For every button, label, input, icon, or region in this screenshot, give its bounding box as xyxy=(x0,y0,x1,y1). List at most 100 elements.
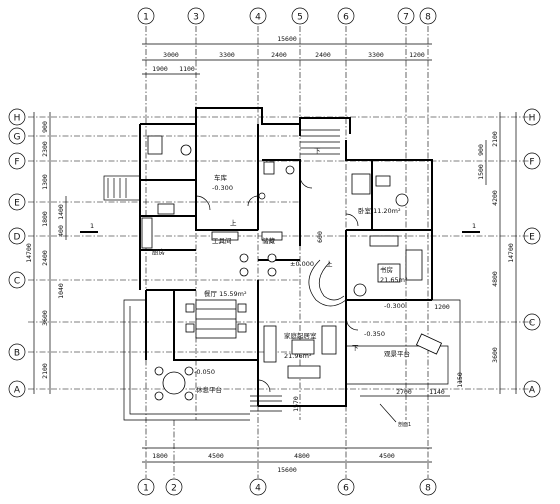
dim-top-seg: 1200 xyxy=(409,51,425,59)
dim-misc: 600 xyxy=(316,231,324,243)
terrace-outline xyxy=(123,299,461,421)
dim-left-seg: 1040 xyxy=(57,283,65,299)
axis-left-label: B xyxy=(14,349,20,359)
dim-right-total: 14700 xyxy=(507,243,515,263)
left-dimensions: 14700 900 2300 1300 1800 2400 1040 3600 … xyxy=(25,112,67,394)
room-level-garage: -0.300 xyxy=(212,184,233,192)
study-desk xyxy=(405,249,423,281)
dim-left-seg: 900 xyxy=(41,121,49,133)
walls xyxy=(139,107,433,407)
dim-top-sub: 1100 xyxy=(179,65,195,73)
staircase xyxy=(103,129,347,412)
dim-bottom-seg: 4800 xyxy=(294,452,310,460)
axis-left-label: F xyxy=(14,158,19,168)
dim-misc: 1200 xyxy=(434,303,450,311)
dim-left-seg: 2300 xyxy=(41,141,49,157)
dim-misc: 2700 xyxy=(396,388,412,396)
section-mark-right: 1 xyxy=(472,222,476,230)
room-label-terrace: 休息平台 xyxy=(196,385,222,394)
top-axis-bubbles: 1 3 4 5 6 7 8 xyxy=(137,7,437,25)
room-area-study: 21.65m² xyxy=(380,276,408,284)
dim-left-seg: 1300 xyxy=(41,174,49,190)
axis-bottom-label: 2 xyxy=(171,484,177,494)
left-axis-bubbles: H G F E D C B A xyxy=(8,108,26,398)
dim-left-sub: 1400 xyxy=(57,204,65,220)
dim-right-seg: 4800 xyxy=(491,271,499,287)
dim-bottom-seg: 4500 xyxy=(379,452,395,460)
dim-left-seg: 1800 xyxy=(41,211,49,227)
room-level-terrace: -0.050 xyxy=(194,368,215,376)
misc-dimensions: 1200 2700 1140 1570 1150 600 xyxy=(292,231,464,412)
room-label-dining: 餐厅 15.59m² xyxy=(204,289,247,298)
dim-right-sub: 1500 xyxy=(477,164,485,180)
section-tag: 剖面1 xyxy=(398,421,411,428)
axis-right-label: H xyxy=(529,114,536,124)
axis-bottom-label: 6 xyxy=(343,484,349,494)
axis-left-label: C xyxy=(14,277,20,287)
dim-bottom-seg: 4500 xyxy=(208,452,224,460)
room-label-storage: 储藏 xyxy=(262,236,276,245)
room-level-study: -0.300 xyxy=(384,302,405,310)
room-label-garage: 车库 xyxy=(214,173,228,182)
dim-left-seg: 2400 xyxy=(41,250,49,266)
axis-left-label: E xyxy=(14,199,20,209)
axis-top-label: 5 xyxy=(297,13,303,23)
dim-left-sub: 400 xyxy=(57,225,65,237)
dim-top-seg: 3300 xyxy=(368,51,384,59)
furniture xyxy=(141,135,443,401)
axis-left-label: H xyxy=(14,114,21,124)
dim-right-seg: 4200 xyxy=(491,190,499,206)
axis-top-label: 4 xyxy=(255,13,261,23)
dim-misc: 1570 xyxy=(292,396,300,412)
bottom-axis-bubbles: 1 2 4 6 8 xyxy=(137,478,437,496)
axis-bottom-label: 1 xyxy=(143,484,149,494)
room-label-bedroom: 卧室 11.20m² xyxy=(358,206,401,215)
top-dimensions: 15600 3000 3300 2400 2400 3300 1200 1900… xyxy=(142,35,432,75)
dim-left-seg: 3600 xyxy=(41,310,49,326)
room-label-study: 书房 xyxy=(380,265,393,274)
section-mark: 1 1 剖面1 xyxy=(80,222,480,428)
stair-up-label: 上 xyxy=(326,259,333,268)
room-label-living: 家庭起居室 xyxy=(284,331,317,340)
axis-left-label: A xyxy=(14,386,21,396)
dim-right-sub: 900 xyxy=(477,144,485,156)
axis-top-label: 1 xyxy=(143,13,149,23)
axis-top-label: 8 xyxy=(425,13,431,23)
dim-bottom-total: 15600 xyxy=(277,466,297,474)
axis-left-label: G xyxy=(14,133,21,143)
dim-right-seg: 3600 xyxy=(491,347,499,363)
axis-right-label: C xyxy=(529,319,535,329)
dim-right-seg: 2100 xyxy=(491,131,499,147)
dim-top-seg: 3300 xyxy=(219,51,235,59)
right-axis-bubbles: H F E C A xyxy=(523,108,541,398)
round-table xyxy=(162,371,186,395)
stair-down-label: 下 xyxy=(314,147,321,155)
axis-top-label: 6 xyxy=(343,13,349,23)
doors xyxy=(195,175,359,393)
room-level-platform: -0.350 xyxy=(364,330,385,338)
axis-top-label: 3 xyxy=(193,13,199,23)
dim-bottom-seg: 1800 xyxy=(152,452,168,460)
stair-up-label: 上 xyxy=(230,218,237,227)
room-label-kitchen: 厨房 xyxy=(152,247,165,256)
sofa xyxy=(263,325,277,363)
dim-left-seg: 2100 xyxy=(41,363,49,379)
room-label-tool: 工具间 xyxy=(212,237,232,245)
right-dimensions: 2100 4200 4800 3600 14700 900 1500 xyxy=(477,112,517,394)
room-labels: 车库 -0.300 工具间 储藏 ±0.000 卧室 11.20m² 书房 21… xyxy=(152,147,410,394)
dim-top-seg: 2400 xyxy=(315,51,331,59)
section-mark-left: 1 xyxy=(90,222,94,230)
axis-bottom-label: 4 xyxy=(255,484,261,494)
dim-misc: 1140 xyxy=(429,388,445,396)
axis-right-label: F xyxy=(529,158,534,168)
dim-top-seg: 3000 xyxy=(163,51,179,59)
dim-top-seg: 2400 xyxy=(271,51,287,59)
room-label-viewing: 观景平台 xyxy=(384,349,410,358)
dim-top-sub: 1900 xyxy=(152,65,168,73)
room-level-hall: ±0.000 xyxy=(290,260,314,268)
axis-bottom-label: 8 xyxy=(425,484,431,494)
dim-top-total: 15600 xyxy=(277,35,297,43)
axis-right-label: A xyxy=(529,386,536,396)
